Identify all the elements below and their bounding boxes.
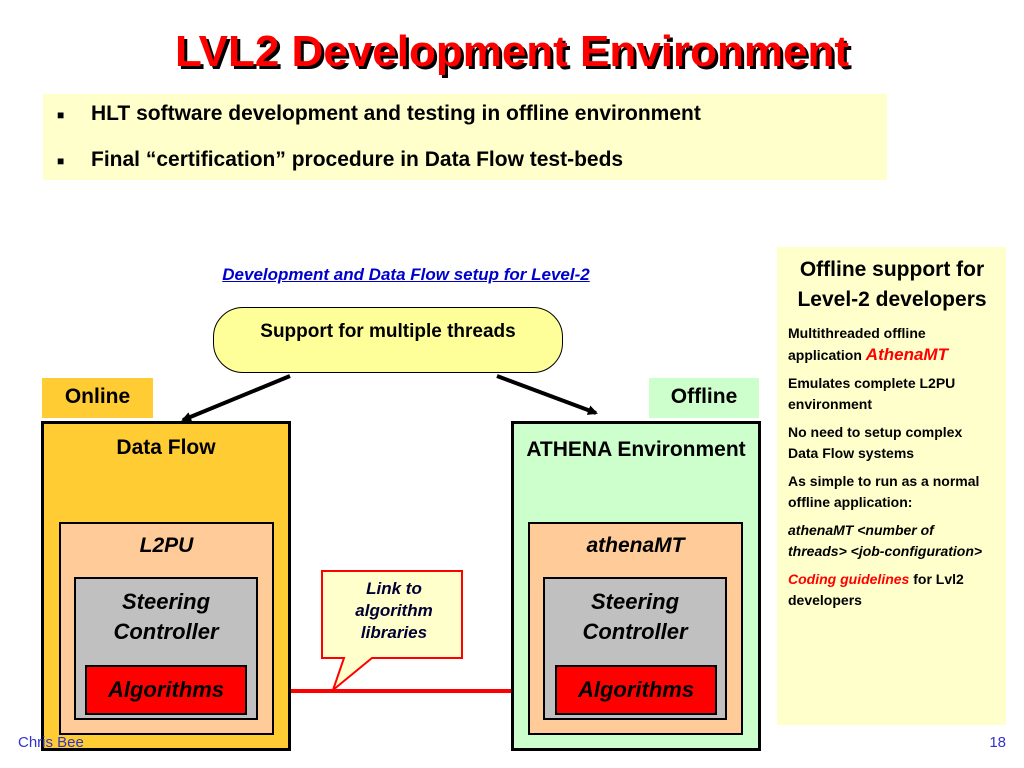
arrow-to-offline <box>496 374 598 415</box>
bullet-box: ■ HLT software development and testing i… <box>43 94 887 180</box>
panel-text: Multithreaded offline application <box>788 325 926 363</box>
bullet-item: ■ Final “certification” procedure in Dat… <box>57 146 887 192</box>
link-callout-text: Link to algorithm libraries <box>355 579 433 642</box>
panel-paragraph: No need to setup complex Data Flow syste… <box>788 424 963 461</box>
athena-title: ATHENA Environment <box>526 438 746 461</box>
panel-command: athenaMT <number of threads> <job-config… <box>788 522 983 559</box>
square-bullet-icon: ■ <box>57 108 65 122</box>
threads-box: Support for multiple threads <box>213 307 563 373</box>
panel-paragraph: Multithreaded offline application Athena… <box>788 323 996 366</box>
offline-support-panel: Offline support for Level-2 developers M… <box>777 247 1006 725</box>
panel-paragraph: As simple to run as a normal offline app… <box>788 473 980 510</box>
panel-title: Offline support for Level-2 developers <box>797 258 987 311</box>
athenamt-highlight: AthenaMT <box>865 345 948 364</box>
algorithms-right: Algorithms <box>555 665 717 715</box>
bullet-text: Final “certification” procedure in Data … <box>91 148 624 171</box>
arrow-to-online <box>181 374 291 422</box>
steering-title: Steering Controller <box>113 589 219 644</box>
steering-title: Steering Controller <box>582 589 688 644</box>
bullet-text: HLT software development and testing in … <box>91 102 701 125</box>
data-flow-title: Data Flow <box>116 436 216 459</box>
offline-tag: Offline <box>649 378 759 418</box>
panel-paragraph: Emulates complete L2PU environment <box>788 375 956 412</box>
online-tag: Online <box>42 378 153 418</box>
athenamt-title: athenaMT <box>586 534 685 557</box>
page-number: 18 <box>989 734 1006 751</box>
panel-text: for Lvl2 developers <box>788 571 964 608</box>
l2pu-title: L2PU <box>139 534 194 557</box>
bullet-item: ■ HLT software development and testing i… <box>57 100 887 146</box>
square-bullet-icon: ■ <box>57 154 65 168</box>
coding-guidelines-link[interactable]: Coding guidelines <box>788 571 910 587</box>
link-callout-shape <box>321 570 463 694</box>
algorithms-left: Algorithms <box>85 665 247 715</box>
panel-paragraph: Coding guidelines for Lvl2 developers <box>788 569 996 611</box>
footer-author: Chris Bee <box>18 734 84 751</box>
diagram-caption[interactable]: Development and Data Flow setup for Leve… <box>222 265 590 284</box>
slide-title: LVL2 Development Environment <box>175 27 849 76</box>
